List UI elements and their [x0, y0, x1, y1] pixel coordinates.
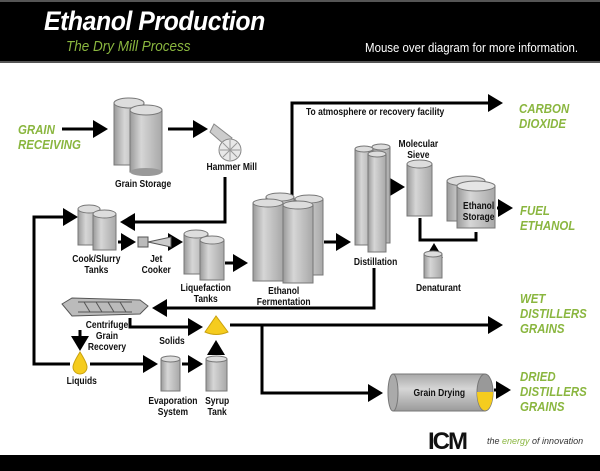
centrifuge-line-1: Centrifuge — [85, 320, 129, 331]
jet-cooker-label: Jet Cooker — [142, 254, 171, 276]
co2-route-note: To atmosphere or recovery facility — [306, 107, 445, 118]
wdg-line-3: GRAINS — [520, 321, 565, 336]
centrifuge-label: Centrifuge Grain Recovery — [86, 320, 129, 353]
ddg-line-3: GRAINS — [520, 399, 565, 414]
arrow-dist-to-centrifuge — [152, 268, 376, 317]
header: Ethanol Production The Dry Mill Process … — [0, 0, 600, 63]
centrifuge-line-3: Recovery — [87, 342, 127, 353]
icm-logo: ICM — [428, 428, 468, 455]
hammer-mill-label: Hammer Mill — [206, 162, 258, 173]
liquefaction-line-2: Tanks — [193, 294, 218, 305]
hammer-mill-icon[interactable] — [209, 123, 242, 162]
grain-drying-drum-icon[interactable] — [387, 373, 494, 412]
fuel-ethanol-line-1: FUEL — [520, 203, 550, 218]
tagline: the energy of innovation — [487, 436, 583, 446]
centrifuge-line-2: Grain — [95, 331, 119, 342]
evap-line-1: Evaporation — [148, 396, 198, 407]
fermentation-line-2: Fermentation — [256, 297, 311, 308]
molecular-sieve-label: Molecular Sieve — [399, 139, 439, 161]
centrifuge-icon[interactable] — [61, 297, 149, 317]
distillation-columns-icon[interactable] — [354, 143, 391, 253]
arrow-solids — [128, 318, 203, 336]
wet-distillers-grains-label[interactable]: WET DISTILLERS GRAINS — [520, 291, 587, 336]
wdg-line-2: DISTILLERS — [520, 306, 587, 321]
solids-label: Solids — [159, 336, 185, 347]
fermentation-line-1: Ethanol — [268, 286, 300, 297]
evap-line-2: System — [157, 407, 189, 418]
arrow-mill-to-cook — [120, 177, 227, 231]
syrup-tank-icon[interactable] — [205, 355, 228, 392]
evaporation-system-icon[interactable] — [160, 355, 181, 392]
fuel-ethanol-label[interactable]: FUEL ETHANOL — [520, 203, 575, 233]
grain-receiving-line-1: GRAIN — [18, 122, 55, 137]
arrow-co2 — [290, 94, 503, 196]
liquefaction-label: Liquefaction Tanks — [180, 283, 231, 305]
liquids-label: Liquids — [66, 376, 97, 387]
molecular-sieve-icon[interactable] — [406, 159, 433, 217]
cook-slurry-label: Cook/Slurry Tanks — [72, 254, 120, 276]
solids-pile-icon[interactable] — [204, 315, 229, 335]
dried-distillers-grains-label[interactable]: DRIED DISTILLERS GRAINS — [520, 369, 587, 414]
arrow-backset — [32, 208, 78, 366]
cook-slurry-tanks-icon[interactable] — [77, 204, 117, 251]
arrow-sieve-to-storage — [418, 218, 478, 242]
distillation-label: Distillation — [353, 257, 398, 268]
tagline-energy: energy — [502, 436, 530, 446]
co2-line-1: CARBON — [519, 101, 570, 116]
hover-hint: Mouse over diagram for more information. — [364, 40, 578, 55]
page-subtitle: The Dry Mill Process — [66, 38, 191, 55]
syrup-line-2: Tank — [207, 407, 227, 418]
tagline-pre: the — [487, 436, 503, 446]
grain-storage-label: Grain Storage — [114, 179, 172, 190]
fermentation-tanks-icon[interactable] — [252, 192, 324, 284]
arrow-to-drying — [260, 325, 383, 402]
grain-drying-label: Grain Drying — [413, 388, 466, 399]
tagline-post: of innovation — [529, 436, 584, 446]
ddg-line-2: DISTILLERS — [520, 384, 587, 399]
liquids-drop-icon[interactable] — [72, 351, 88, 375]
sieve-line-1: Molecular — [398, 139, 439, 150]
page-title: Ethanol Production — [44, 6, 265, 36]
footer-bar — [0, 455, 600, 471]
syrup-tank-label: Syrup Tank — [205, 396, 229, 418]
sieve-line-2: Sieve — [407, 150, 430, 161]
jet-cooker-line-1: Jet — [150, 254, 163, 265]
grain-storage-icon[interactable] — [113, 97, 163, 176]
carbon-dioxide-label[interactable]: CARBON DIOXIDE — [519, 101, 569, 131]
ddg-line-1: DRIED — [520, 369, 556, 384]
fuel-ethanol-line-2: ETHANOL — [520, 218, 576, 233]
ethanol-storage-icon[interactable] — [446, 175, 496, 229]
cook-slurry-line-2: Tanks — [84, 265, 109, 276]
cook-slurry-line-1: Cook/Slurry — [72, 254, 121, 265]
denaturant-label: Denaturant — [415, 283, 461, 294]
grain-receiving-line-2: RECEIVING — [18, 137, 81, 152]
grain-receiving-label: GRAIN RECEIVING — [18, 122, 81, 152]
liquefaction-tanks-icon[interactable] — [183, 229, 225, 281]
fermentation-label: Ethanol Fermentation — [257, 286, 311, 308]
jet-cooker-icon[interactable] — [137, 236, 172, 248]
syrup-line-1: Syrup — [205, 396, 230, 407]
storage-line-1: Ethanol — [463, 201, 495, 212]
ethanol-storage-label: Ethanol Storage — [463, 201, 495, 223]
liquefaction-line-1: Liquefaction — [180, 283, 231, 294]
wdg-line-1: WET — [520, 291, 546, 306]
evaporation-label: Evaporation System — [148, 396, 197, 418]
denaturant-tank-icon[interactable] — [423, 250, 443, 279]
co2-line-2: DIOXIDE — [519, 116, 567, 131]
flow-lines — [32, 94, 513, 402]
storage-line-2: Storage — [462, 212, 495, 223]
jet-cooker-line-2: Cooker — [141, 265, 171, 276]
